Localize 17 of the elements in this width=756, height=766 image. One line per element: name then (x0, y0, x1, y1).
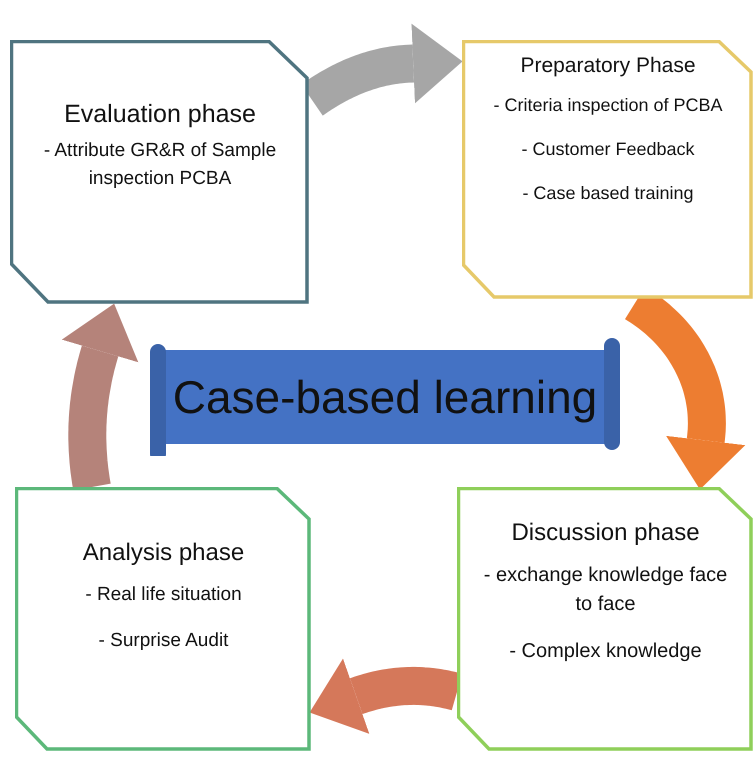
phase-heading: Preparatory Phase (520, 54, 696, 78)
phase-item: - Surprise Audit (98, 628, 228, 653)
phase-item: - Attribute GR&R of Sample inspection PCBA (42, 139, 278, 191)
phase-item: - Criteria inspection of PCBA (493, 94, 723, 117)
phase-box (15, 487, 312, 752)
phase-item: - Case based training (522, 182, 694, 206)
phase-box (10, 40, 310, 305)
phase-heading: Discussion phase (511, 519, 700, 547)
phase-item: - exchange knowledge face to face (482, 563, 728, 617)
phase-item: - Real life situation (85, 583, 242, 607)
phase-box (457, 487, 754, 752)
banner-title: Case-based learning (172, 370, 598, 424)
phase-heading: Evaluation phase (64, 100, 256, 129)
phase-item: - Customer Feedback (521, 138, 695, 162)
phase-heading: Analysis phase (82, 539, 244, 567)
phase-item: - Complex knowledge (509, 639, 702, 664)
phase-box (462, 40, 754, 300)
